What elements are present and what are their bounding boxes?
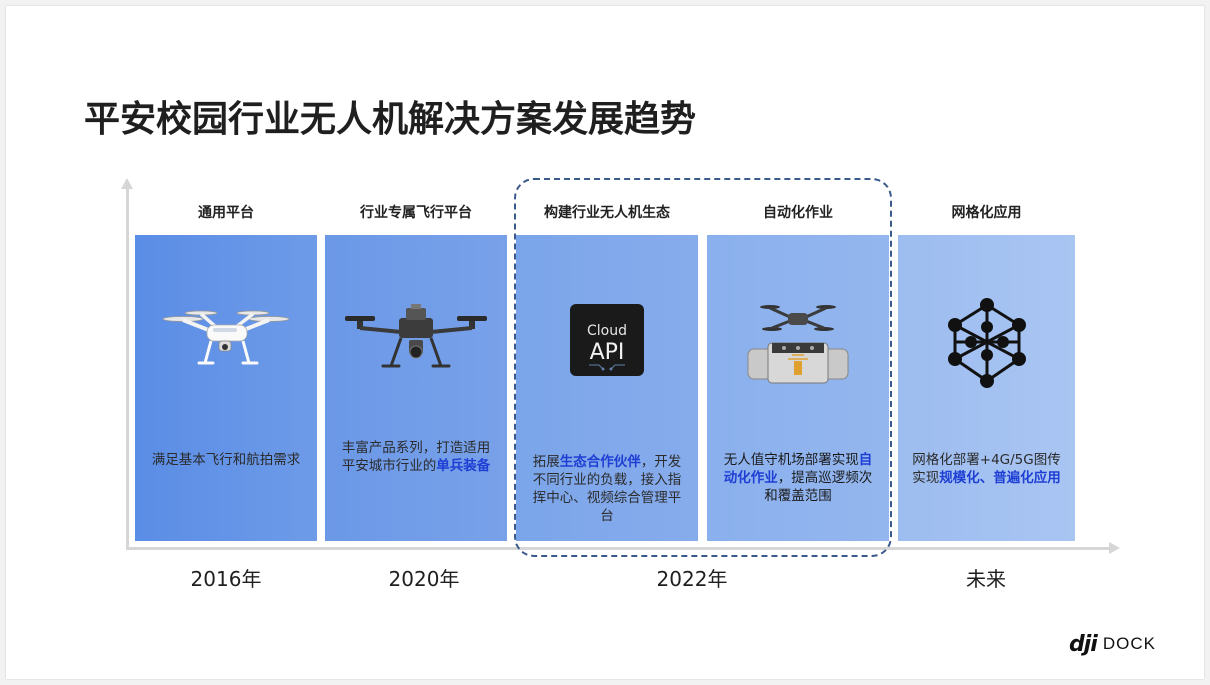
slide: 平安校园行业无人机解决方案发展趋势 通用平台 行业专属飞行平台 构建行业无人机生… [6,6,1204,679]
y-axis-arrow-icon [121,178,133,189]
stage-text-4: 无人值守机场部署实现自动化作业，提高巡逻频次和覆盖范围 [721,451,875,505]
stage-text-5: 网格化部署+4G/5G图传实现规模化、普遍化应用 [908,451,1065,487]
stage-text-5-highlight: 规模化、普遍化应用 [939,470,1061,486]
highlight-dashed-frame [514,178,892,557]
stage-text-5-part-1: 网格化部署+4G/5G图传实现 [912,452,1061,486]
stage-text-4-highlight: 自动化作业 [723,452,873,486]
timeline-x-axis [126,547,1110,550]
stage-text-2-part-1: 丰富产品系列，打造适用平安城市行业的 [341,440,491,474]
stage-text-3: 拓展生态合作伙伴，开发不同行业的负载，接入指挥中心、视频综合管理平台 [530,453,684,525]
stage-text-4-part-1: 无人值守机场部署实现 [723,452,859,468]
x-axis-arrow-icon [1109,542,1120,554]
dji-logo-mark: dji [1069,631,1098,657]
drone-dock-icon [707,295,889,395]
year-label-1: 2016年 [190,567,262,591]
year-label-4: 未来 [966,567,1006,591]
stage-title-3: 构建行业无人机生态 [544,205,670,221]
stage-text-4-part-2: ，提高巡逻频次和覆盖范围 [764,470,873,504]
stage-text-1-part-1: 满足基本飞行和航拍需求 [151,452,301,468]
stage-text-1: 满足基本飞行和航拍需求 [149,451,303,469]
cloud-api-icon: Cloud API [516,290,698,390]
stage-title-2: 行业专属飞行平台 [360,205,472,221]
cloud-api-label-top: Cloud [587,323,627,339]
stage-title-4: 自动化作业 [763,205,833,221]
page-title: 平安校园行业无人机解决方案发展趋势 [84,99,697,140]
stage-text-3-part-2: ，开发不同行业的负载，接入指挥中心、视频综合管理平台 [532,454,682,524]
stage-title-1: 通用平台 [198,205,254,221]
stage-text-2: 丰富产品系列，打造适用平安城市行业的单兵装备 [339,439,493,475]
year-label-2: 2020年 [388,567,460,591]
dji-dock-logo: dji DOCK [1069,631,1156,657]
stage-title-5: 网格化应用 [951,205,1022,221]
network-grid-icon [898,295,1075,395]
stage-text-2-highlight: 单兵装备 [436,458,491,474]
stage-panel-3: Cloud API 拓展生态合作伙伴，开发不同行业的负载，接入指挥中心、视频综合… [516,235,698,541]
stage-panel-5: 网格化部署+4G/5G图传实现规模化、普遍化应用 [898,235,1075,541]
consumer-drone-icon [135,290,317,390]
stage-text-3-part-1: 拓展 [532,454,560,470]
stage-text-3-highlight: 生态合作伙伴 [559,454,641,470]
stage-panel-2: 丰富产品系列，打造适用平安城市行业的单兵装备 [325,235,507,541]
year-label-3: 2022年 [656,567,728,591]
dock-logo-text: DOCK [1102,634,1156,653]
timeline-y-axis [126,188,129,550]
stage-panel-1: 满足基本飞行和航拍需求 [135,235,317,541]
industrial-drone-icon [325,290,507,390]
stage-panel-4: 无人值守机场部署实现自动化作业，提高巡逻频次和覆盖范围 [707,235,889,541]
cloud-api-label-bottom: API [590,340,625,365]
